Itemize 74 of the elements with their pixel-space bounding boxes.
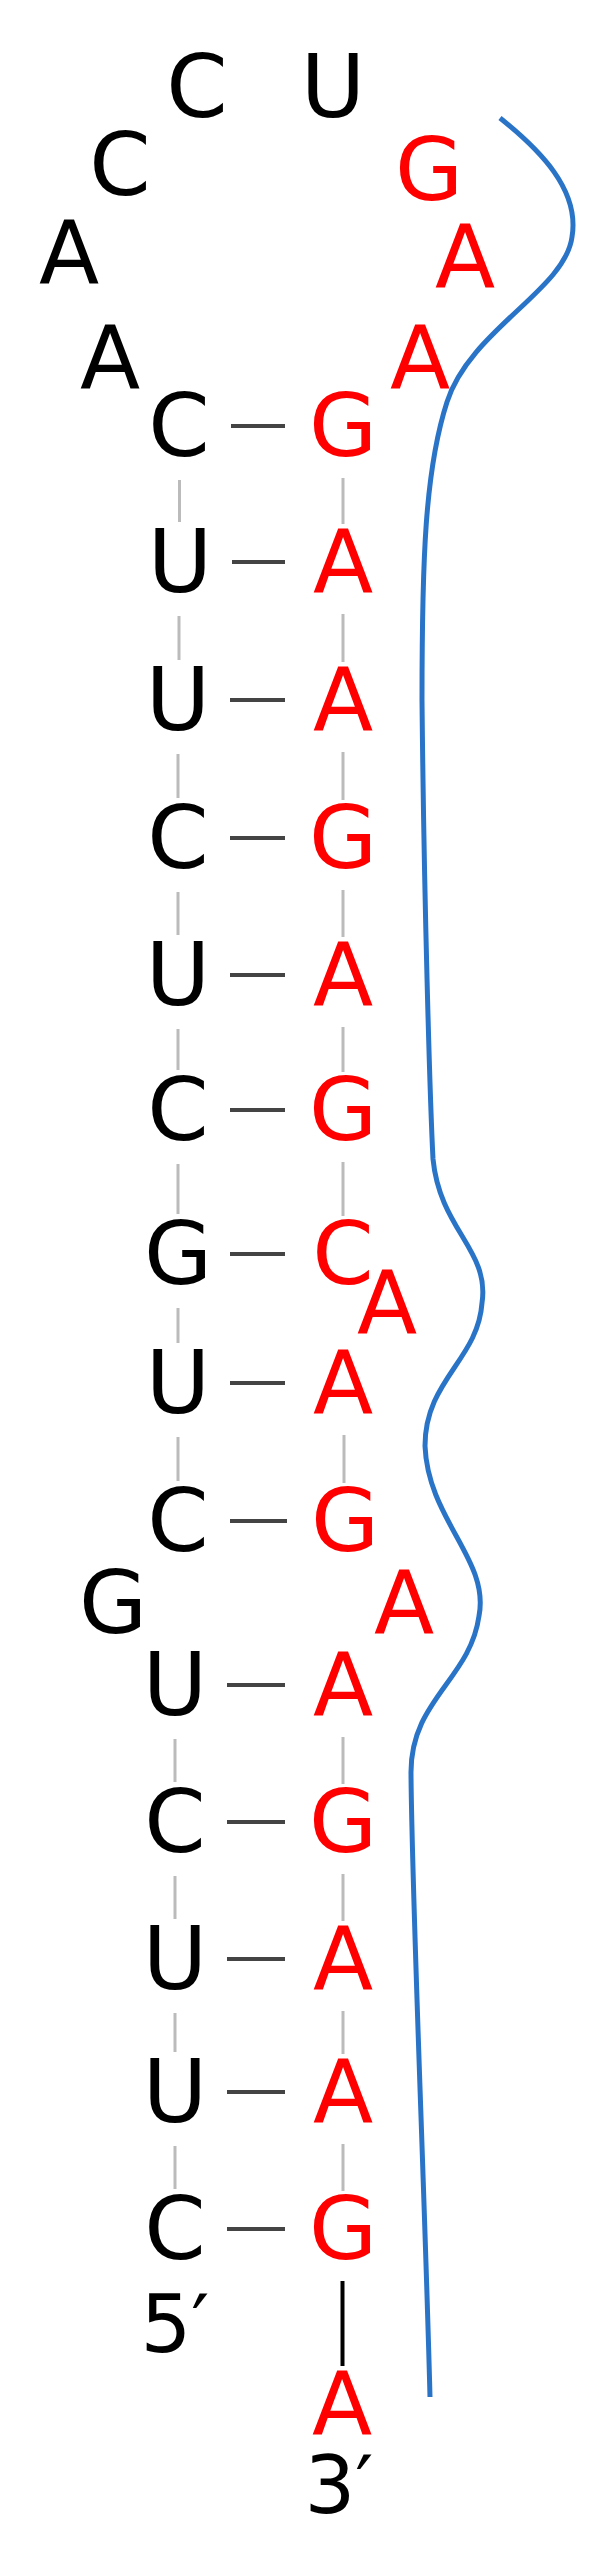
nucleotide-letter: C	[148, 382, 210, 470]
nucleotide-letter: A	[312, 656, 374, 744]
backbone-line	[178, 480, 181, 522]
nucleotide-letter: C	[147, 1066, 209, 1154]
nucleotide-letter: C	[166, 43, 228, 131]
base-pair-line	[230, 1381, 285, 1385]
nucleotide-letter: G	[143, 1210, 213, 1298]
backbone-line	[173, 1876, 177, 1919]
nucleotide-letter: G	[308, 2185, 378, 2273]
strand-end-label: 5′	[140, 2285, 210, 2365]
nucleotide-letter: A	[79, 314, 141, 402]
backbone-line	[173, 1739, 177, 1782]
nucleotide-letter: U	[145, 656, 211, 744]
nucleotide-letter: A	[312, 518, 374, 606]
base-pair-line	[232, 560, 285, 564]
nucleotide-letter: G	[308, 794, 378, 882]
base-pair-line	[230, 973, 285, 977]
backbone-line	[176, 1437, 180, 1481]
base-pair-line	[230, 698, 285, 702]
backbone-line	[177, 616, 181, 660]
base-pair-line	[230, 836, 285, 840]
nucleotide-letter: U	[142, 2048, 208, 2136]
nucleotide-letter: C	[147, 794, 209, 882]
nucleotide-letter: A	[312, 1339, 374, 1427]
backbone-line	[341, 614, 345, 662]
backbone-line	[176, 754, 180, 798]
nucleotide-letter: U	[145, 931, 211, 1019]
backbone-line	[173, 2013, 177, 2052]
nucleotide-letter: A	[312, 931, 374, 1019]
nucleotide-letter: G	[308, 1778, 378, 1866]
base-pair-line	[230, 1252, 285, 1256]
backbone-line	[176, 1308, 180, 1343]
base-pair-line	[227, 1683, 285, 1687]
backbone-line	[176, 892, 180, 935]
backbone-line	[342, 1435, 346, 1483]
nucleotide-letter: A	[312, 2048, 374, 2136]
nucleotide-letter: G	[394, 126, 464, 214]
backbone-line	[173, 2146, 177, 2189]
backbone-line	[176, 1029, 180, 1070]
strand-end-label: 3′	[304, 2446, 374, 2526]
backbone-line	[341, 478, 345, 524]
nucleotide-letter: U	[147, 518, 213, 606]
nucleotide-letter: G	[308, 382, 378, 470]
backbone-line	[341, 1737, 345, 1784]
nucleotide-letter: A	[312, 1641, 374, 1729]
nucleotide-letter: U	[145, 1339, 211, 1427]
backbone-line	[341, 752, 345, 800]
base-pair-line	[231, 424, 285, 428]
base-pair-line	[230, 1519, 287, 1523]
base-pair-line	[227, 2090, 285, 2094]
nucleotide-letter: G	[308, 1066, 378, 1154]
nucleotide-letter: C	[144, 1778, 206, 1866]
nucleotide-letter: U	[300, 43, 366, 131]
nucleotide-letter: C	[144, 2185, 206, 2273]
nucleotide-letter: U	[142, 1915, 208, 2003]
base-pair-line	[230, 1108, 285, 1112]
backbone-line	[341, 1027, 345, 1072]
nucleotide-letter: A	[311, 2360, 373, 2448]
nucleotide-letter: C	[89, 121, 151, 209]
backbone-line	[341, 2011, 345, 2054]
backbone-line	[176, 1164, 180, 1214]
base-pair-line	[227, 2227, 285, 2231]
nucleotide-letter: C	[147, 1477, 209, 1565]
nucleotide-letter: A	[389, 314, 451, 402]
nucleotide-letter: A	[38, 209, 100, 297]
backbone-line	[340, 2281, 345, 2366]
nucleotide-letter: A	[434, 213, 496, 301]
base-pair-line	[227, 1820, 285, 1824]
nucleotide-letter: A	[312, 1915, 374, 2003]
backbone-line	[341, 2144, 345, 2191]
backbone-line	[341, 890, 345, 937]
backbone-line	[341, 1874, 345, 1921]
backbone-line	[341, 1162, 345, 1216]
base-pair-line	[227, 1957, 285, 1961]
